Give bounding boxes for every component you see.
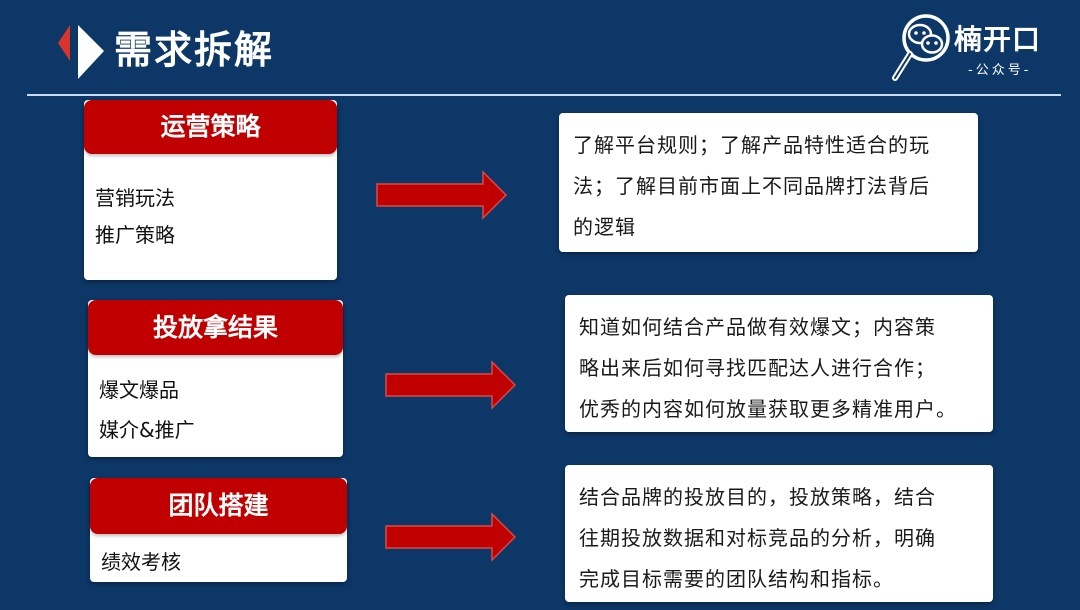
- category-item: 营销玩法: [95, 186, 175, 210]
- description-line: 完成目标需要的团队结构和指标。: [579, 567, 894, 591]
- category-heading: 投放拿结果: [88, 300, 343, 355]
- description-line: 法；了解目前市面上不同品牌打法背后: [573, 174, 930, 198]
- category-item: 爆文爆品: [99, 378, 179, 402]
- category-item: 推广策略: [95, 223, 175, 247]
- description-card: 了解平台规则；了解产品特性适合的玩 法；了解目前市面上不同品牌打法背后 的逻辑: [559, 113, 978, 252]
- right-arrow-icon: [376, 170, 508, 220]
- magnifier-wechat-icon: [892, 14, 950, 81]
- description-line: 往期投放数据和对标竞品的分析，明确: [579, 526, 936, 550]
- category-heading: 运营策略: [84, 100, 337, 154]
- category-heading: 团队搭建: [90, 478, 347, 534]
- page-title: 需求拆解: [114, 28, 275, 72]
- category-item: 绩效考核: [101, 550, 181, 574]
- description-line: 略出来后如何寻找匹配达人进行合作；: [579, 356, 936, 380]
- right-arrow-icon: [385, 512, 517, 562]
- category-card-operations: 运营策略 营销玩法 推广策略: [84, 100, 337, 280]
- category-item: 媒介&推广: [99, 418, 195, 442]
- title-marker-icon: [58, 25, 104, 79]
- right-arrow-icon: [385, 360, 517, 410]
- category-card-team: 团队搭建 绩效考核: [90, 478, 347, 582]
- description-line: 的逻辑: [573, 215, 636, 239]
- description-line: 结合品牌的投放目的，投放策略，结合: [579, 485, 936, 509]
- logo-subtitle: -公众号-: [968, 63, 1032, 78]
- description-line: 了解平台规则；了解产品特性适合的玩: [573, 133, 930, 157]
- category-card-delivery: 投放拿结果 爆文爆品 媒介&推广: [88, 300, 343, 457]
- description-card: 知道如何结合产品做有效爆文；内容策 略出来后如何寻找匹配达人进行合作； 优秀的内…: [565, 295, 993, 432]
- description-card: 结合品牌的投放目的，投放策略，结合 往期投放数据和对标竞品的分析，明确 完成目标…: [565, 465, 993, 602]
- description-line: 知道如何结合产品做有效爆文；内容策: [579, 315, 936, 339]
- brand-logo: 楠开口 -公众号-: [890, 12, 1060, 92]
- logo-name: 楠开口: [954, 23, 1042, 56]
- header-divider: [27, 94, 1061, 96]
- description-line: 优秀的内容如何放量获取更多精准用户。: [579, 397, 957, 421]
